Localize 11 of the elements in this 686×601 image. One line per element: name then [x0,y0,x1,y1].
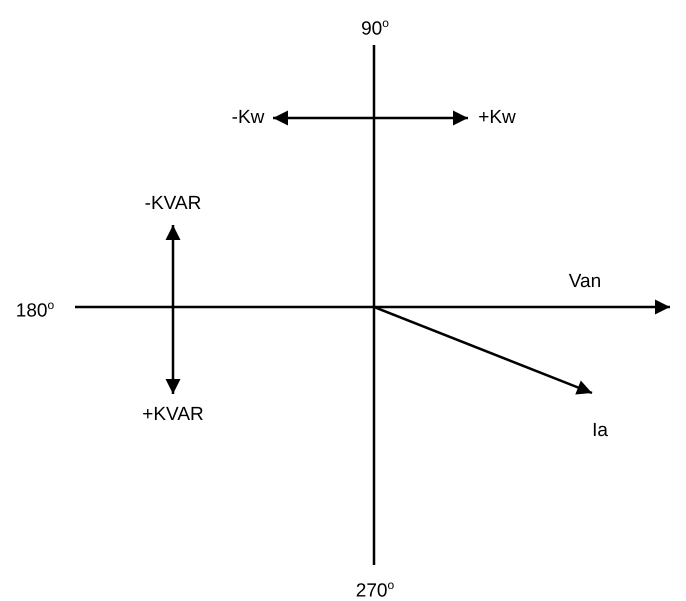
double-arrow [166,225,180,394]
angle-label: 270$^{o}$ [354,577,396,601]
axis-direction-label: +KVAR [123,404,223,426]
angle-label: 180$^{o}$ [14,297,56,322]
angle-label: 90$^{o}$ [360,15,390,40]
axis-direction-label: +Kw [468,107,526,129]
phasor-label: Van [568,271,602,293]
double-arrow [273,110,468,126]
axis-direction-label: -Kw [223,107,273,129]
phasor-label: Ia [591,420,609,442]
axis-direction-label: -KVAR [123,193,223,215]
